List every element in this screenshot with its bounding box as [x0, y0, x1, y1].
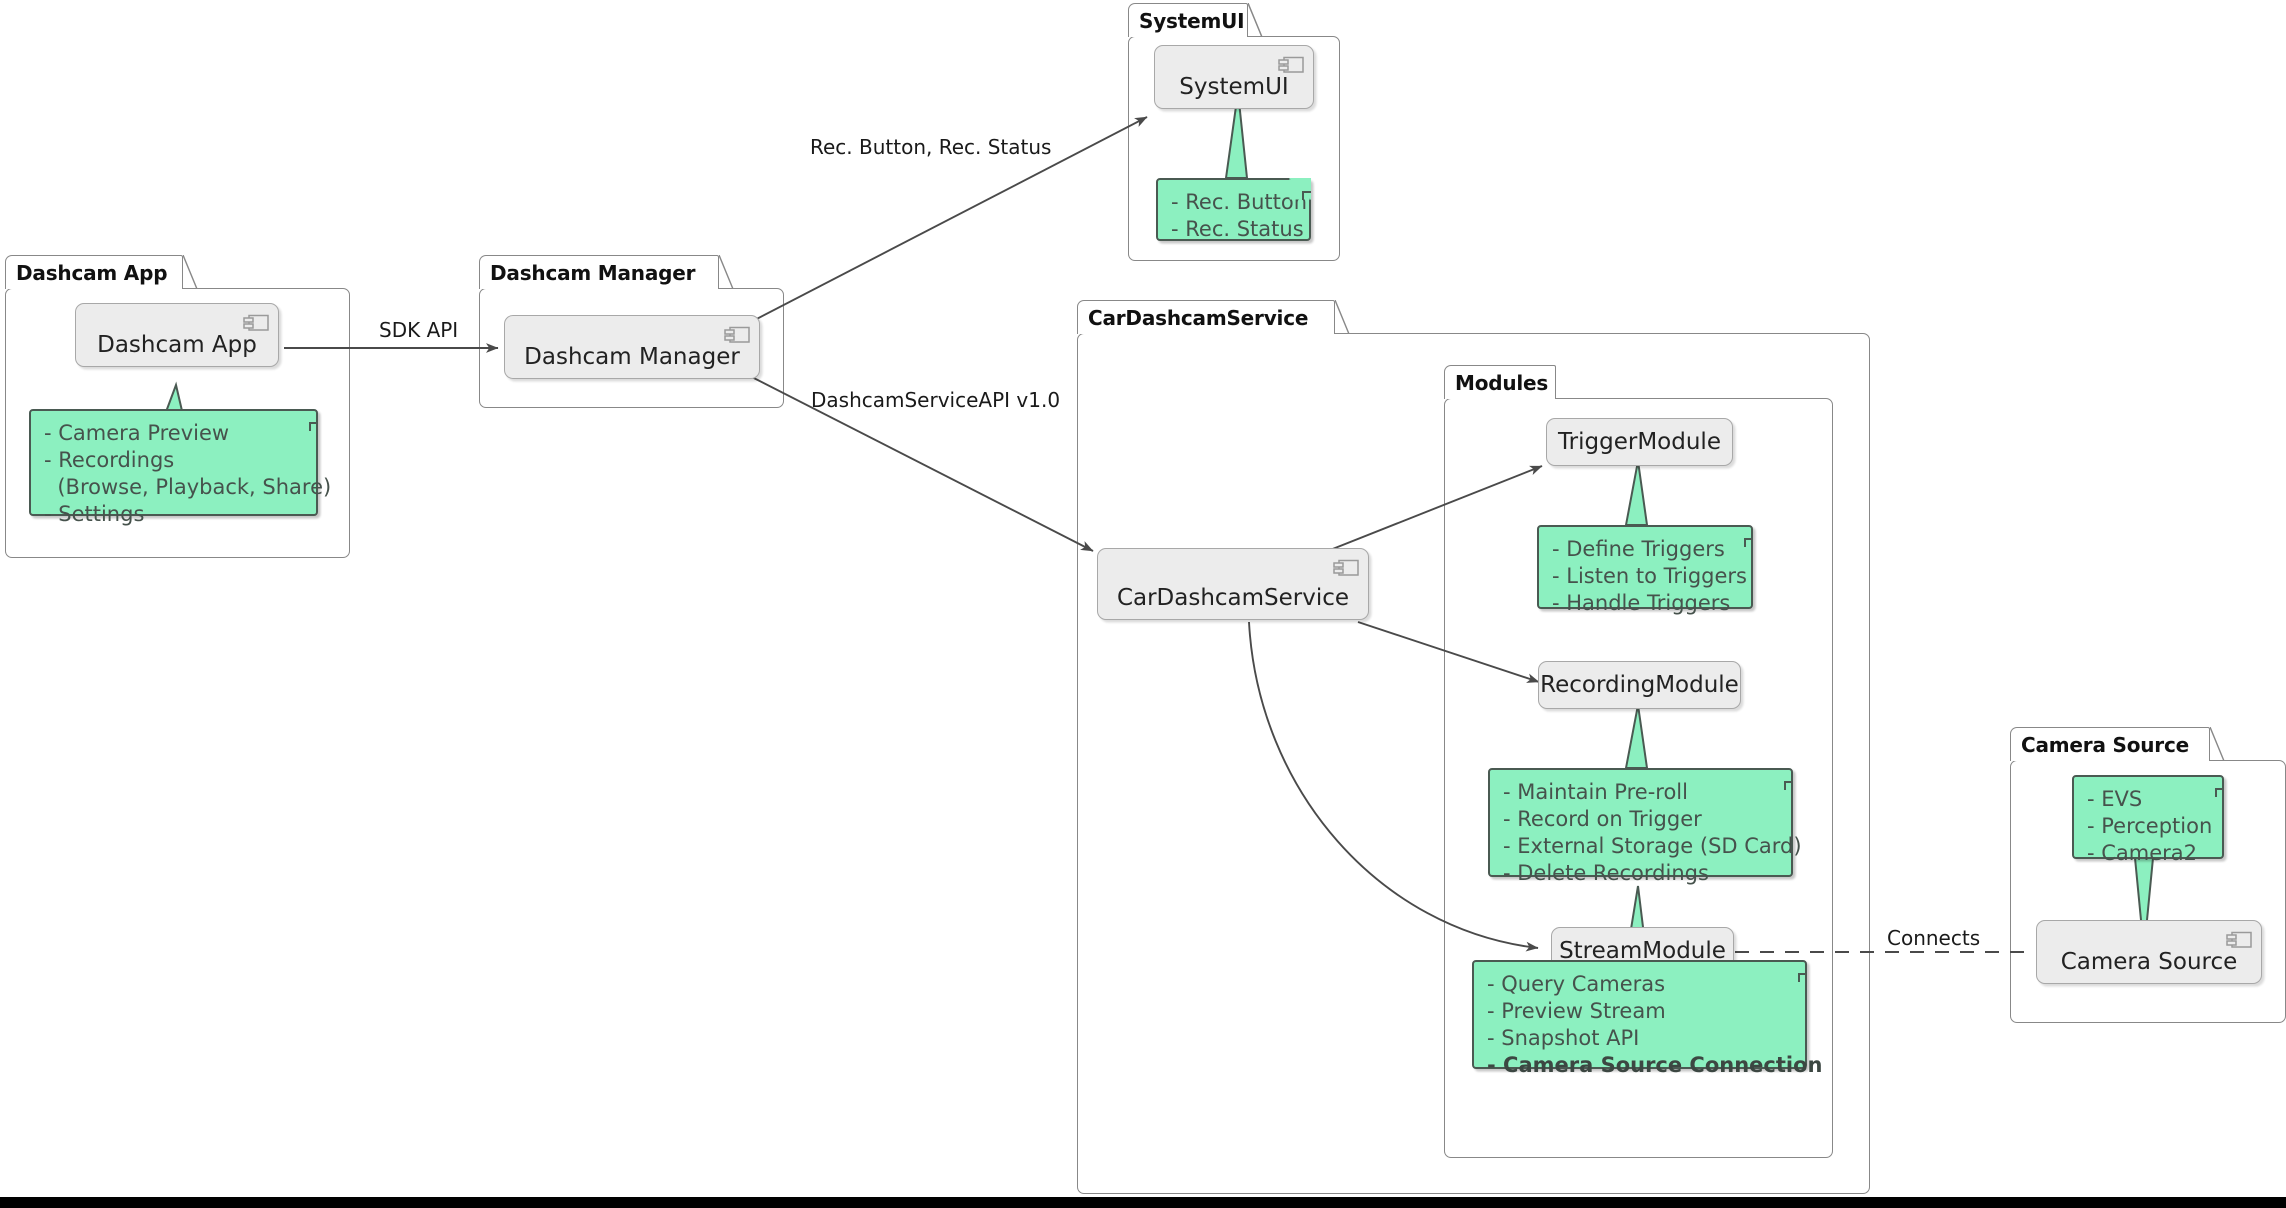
- component-camera-source[interactable]: Camera Source: [2036, 920, 2262, 984]
- component-icon: [243, 314, 269, 331]
- edge-dashcam-service-api: [741, 371, 1094, 552]
- note-line: - Define Triggers: [1552, 537, 1725, 561]
- component-car-dashcam-service[interactable]: CarDashcamService: [1097, 548, 1369, 620]
- note-dashcam-app-lines: - Camera Preview - Recordings (Browse, P…: [44, 420, 332, 528]
- note-stream-module-lines: - Query Cameras - Preview Stream - Snaps…: [1487, 971, 1823, 1079]
- note-system-ui: - Rec. Button - Rec. Status: [1156, 178, 1311, 241]
- package-car-dashcam-service-tab: CarDashcamService: [1077, 300, 1335, 334]
- package-dashcam-manager-tab-slant: [719, 255, 735, 289]
- note-line: - Query Cameras: [1487, 972, 1666, 996]
- note-camera-source: - EVS - Perception - Camera2: [2072, 775, 2224, 865]
- component-car-dashcam-service-label: CarDashcamService: [1116, 585, 1350, 611]
- package-modules-label: Modules: [1455, 370, 1549, 395]
- component-trigger-module-label: TriggerModule: [1558, 428, 1721, 455]
- note-fold-corner: [309, 422, 318, 431]
- package-system-ui-tab-slant: [1248, 3, 1264, 37]
- edge-to-stream-module: [1248, 621, 1539, 952]
- note-fold-corner: [1744, 538, 1753, 547]
- note-line: - Preview Stream: [1487, 998, 1666, 1023]
- component-camera-source-label: Camera Source: [2060, 949, 2238, 975]
- note-tail-trigger-module: [1624, 460, 1649, 526]
- note-dashcam-app: - Camera Preview - Recordings (Browse, P…: [29, 409, 331, 526]
- note-tail-recording-module: [1624, 704, 1649, 769]
- package-camera-source-label: Camera Source: [2021, 732, 2189, 757]
- note-line: - Perception: [2087, 813, 2213, 838]
- note-line: - Rec. Button: [1171, 190, 1308, 214]
- edge-label-sdk-api: SDK API: [379, 318, 459, 342]
- note-line: - Recordings: [44, 447, 175, 472]
- package-dashcam-manager-tab: Dashcam Manager: [479, 255, 719, 289]
- note-system-ui-lines: - Rec. Button - Rec. Status: [1171, 189, 1308, 243]
- package-dashcam-app-tab-slant: [183, 255, 199, 289]
- note-line: - Maintain Pre-roll: [1503, 780, 1688, 804]
- note-line: (Browse, Playback, Share): [44, 474, 332, 499]
- note-line: - EVS: [2087, 787, 2143, 811]
- note-fold-corner: [1289, 178, 1311, 200]
- edge-label-dashcam-service-api: DashcamServiceAPI v1.0: [811, 388, 1061, 412]
- note-line: - External Storage (SD Card): [1503, 833, 1802, 858]
- package-camera-source-tab: Camera Source: [2010, 727, 2210, 761]
- component-icon: [1278, 56, 1304, 73]
- package-camera-source-tab-slant: [2210, 727, 2226, 761]
- note-line: - Handle Triggers: [1552, 590, 1731, 615]
- package-system-ui-tab: SystemUI: [1128, 3, 1248, 37]
- edge-to-trigger-module: [1324, 465, 1543, 553]
- package-dashcam-app-tab: Dashcam App: [5, 255, 183, 289]
- component-recording-module[interactable]: RecordingModule: [1538, 661, 1741, 709]
- note-fold-corner: [1784, 781, 1793, 790]
- note-line: - Listen to Triggers: [1552, 563, 1747, 588]
- edge-label-connects: Connects: [1887, 926, 1981, 950]
- note-line: - Camera2: [2087, 840, 2198, 865]
- note-recording-module: - Maintain Pre-roll - Record on Trigger …: [1488, 768, 1802, 885]
- component-recording-module-label: RecordingModule: [1540, 671, 1739, 698]
- package-system-ui-label: SystemUI: [1139, 8, 1245, 33]
- package-dashcam-app-label: Dashcam App: [16, 260, 168, 285]
- package-dashcam-manager-label: Dashcam Manager: [490, 260, 696, 285]
- component-dashcam-manager-label: Dashcam Manager: [524, 344, 740, 370]
- edge-label-rec-button-status: Rec. Button, Rec. Status: [810, 135, 1052, 159]
- component-trigger-module[interactable]: TriggerModule: [1546, 418, 1733, 466]
- component-system-ui-label: SystemUI: [1179, 74, 1289, 100]
- note-line: - Snapshot API: [1487, 1025, 1640, 1050]
- package-car-dashcam-service-label: CarDashcamService: [1088, 305, 1309, 330]
- component-icon: [2226, 931, 2252, 948]
- note-recording-module-lines: - Maintain Pre-roll - Record on Trigger …: [1503, 779, 1802, 887]
- note-line: - Camera Source Connection: [1487, 1052, 1823, 1077]
- component-dashcam-app-label: Dashcam App: [97, 332, 257, 358]
- edge-rec-button-status: [744, 116, 1148, 326]
- component-icon: [1333, 559, 1359, 576]
- note-stream-module: - Query Cameras - Preview Stream - Snaps…: [1472, 960, 1822, 1077]
- component-icon: [724, 326, 750, 343]
- component-stream-module-label: StreamModule: [1559, 937, 1726, 964]
- note-line: - Delete Recordings: [1503, 860, 1709, 885]
- component-system-ui[interactable]: SystemUI: [1154, 45, 1314, 109]
- note-line: - Settings: [44, 501, 145, 526]
- note-fold-corner: [1798, 973, 1807, 982]
- package-modules-tab: Modules: [1444, 365, 1556, 399]
- component-dashcam-app[interactable]: Dashcam App: [75, 303, 279, 367]
- note-line: - Camera Preview: [44, 421, 230, 445]
- bottom-bar: [0, 1197, 2286, 1208]
- edge-to-recording-module: [1357, 621, 1540, 683]
- note-camera-source-lines: - EVS - Perception - Camera2: [2087, 786, 2213, 867]
- component-dashcam-manager[interactable]: Dashcam Manager: [504, 315, 760, 379]
- note-trigger-module-lines: - Define Triggers - Listen to Triggers -…: [1552, 536, 1747, 617]
- note-line: - Rec. Status: [1171, 216, 1304, 241]
- note-fold-corner: [2215, 788, 2224, 797]
- note-line: - Record on Trigger: [1503, 806, 1702, 831]
- note-trigger-module: - Define Triggers - Listen to Triggers -…: [1537, 525, 1753, 615]
- package-car-dashcam-service-tab-slant: [1335, 300, 1351, 334]
